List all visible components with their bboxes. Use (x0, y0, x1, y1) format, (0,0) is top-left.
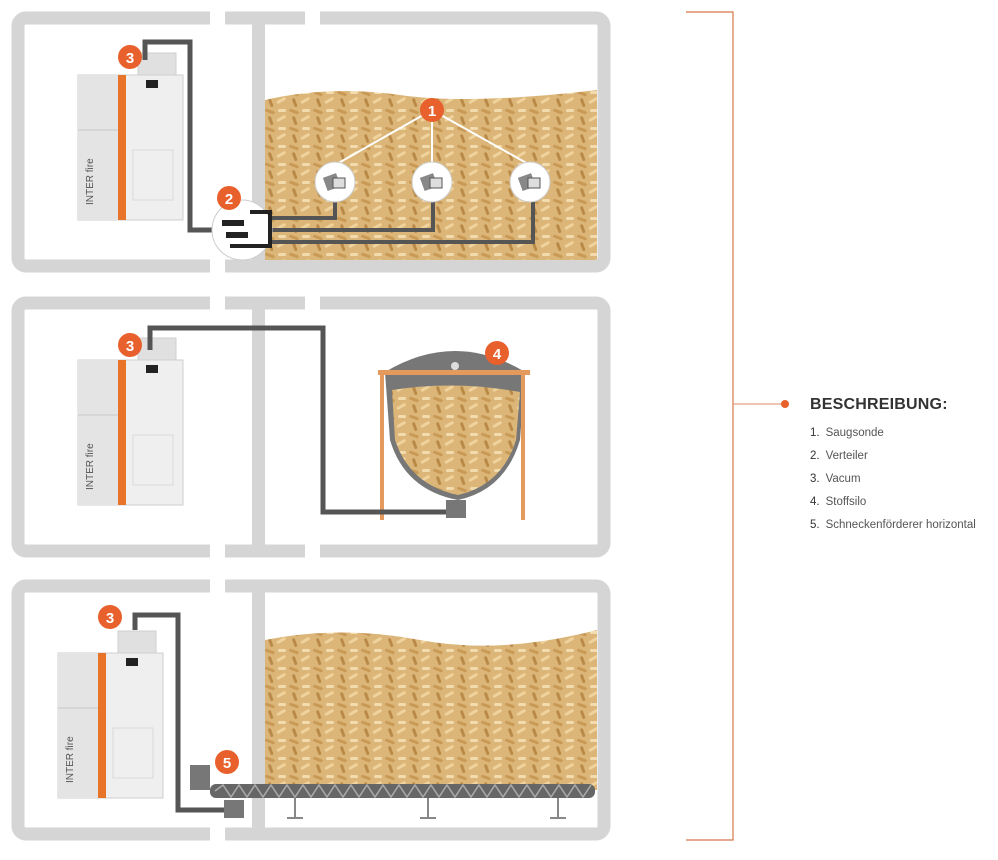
legend-item: 3.Vacum (810, 473, 861, 485)
suction-probe-icon (411, 161, 453, 203)
svg-text:1: 1 (428, 103, 436, 120)
fabric-silo (378, 351, 530, 520)
svg-text:5: 5 (223, 755, 231, 772)
svg-text:4: 4 (493, 346, 502, 363)
screw-conveyor (190, 765, 595, 819)
legend-bracket (686, 11, 789, 841)
suction-probe-icon (509, 161, 551, 203)
legend-list: 1.Saugsonde 2.Verteiler 3.Vacum 4.Stoffs… (810, 422, 976, 537)
boiler-brand: INTER fire (85, 443, 96, 490)
svg-text:3: 3 (106, 610, 114, 627)
badge-3: 3 (98, 605, 122, 629)
distributor-icon (211, 199, 273, 261)
boiler-brand: INTER fire (85, 158, 96, 205)
suction-pipe (132, 612, 225, 813)
panel-fabric-silo: INTER fire 3 4 (11, 295, 611, 561)
suction-pipe (142, 39, 215, 233)
wall-outline (11, 579, 611, 841)
divider-wall (252, 303, 265, 551)
badge-3: 3 (118, 45, 142, 69)
badge-1: 1 (420, 98, 444, 122)
badge-4: 4 (485, 341, 509, 365)
badge-5: 5 (215, 750, 239, 774)
probe-pipes (270, 195, 535, 244)
badge-2: 2 (217, 186, 241, 210)
legend-title: BESCHREIBUNG: (810, 396, 948, 413)
legend-item: 5.Schneckenförderer horizontal (810, 519, 976, 531)
divider-wall (252, 586, 265, 834)
svg-text:2: 2 (225, 191, 233, 208)
legend-item: 4.Stoffsilo (810, 496, 867, 508)
svg-text:3: 3 (126, 338, 134, 355)
badge-3: 3 (118, 333, 142, 357)
boiler-brand: INTER fire (65, 736, 76, 783)
legend-item: 2.Verteiler (810, 450, 868, 462)
legend: BESCHREIBUNG: 1.Saugsonde 2.Verteiler 3.… (810, 396, 976, 537)
svg-text:3: 3 (126, 50, 134, 67)
suction-probe-icon (314, 161, 356, 203)
legend-item: 1.Saugsonde (810, 427, 884, 439)
pellet-store (265, 630, 597, 790)
panel-horizontal-auger: INTER fire 3 5 (11, 578, 611, 844)
suction-pipe (147, 325, 446, 515)
panel-suction-probes: INTER fire 1 2 3 (11, 10, 611, 276)
